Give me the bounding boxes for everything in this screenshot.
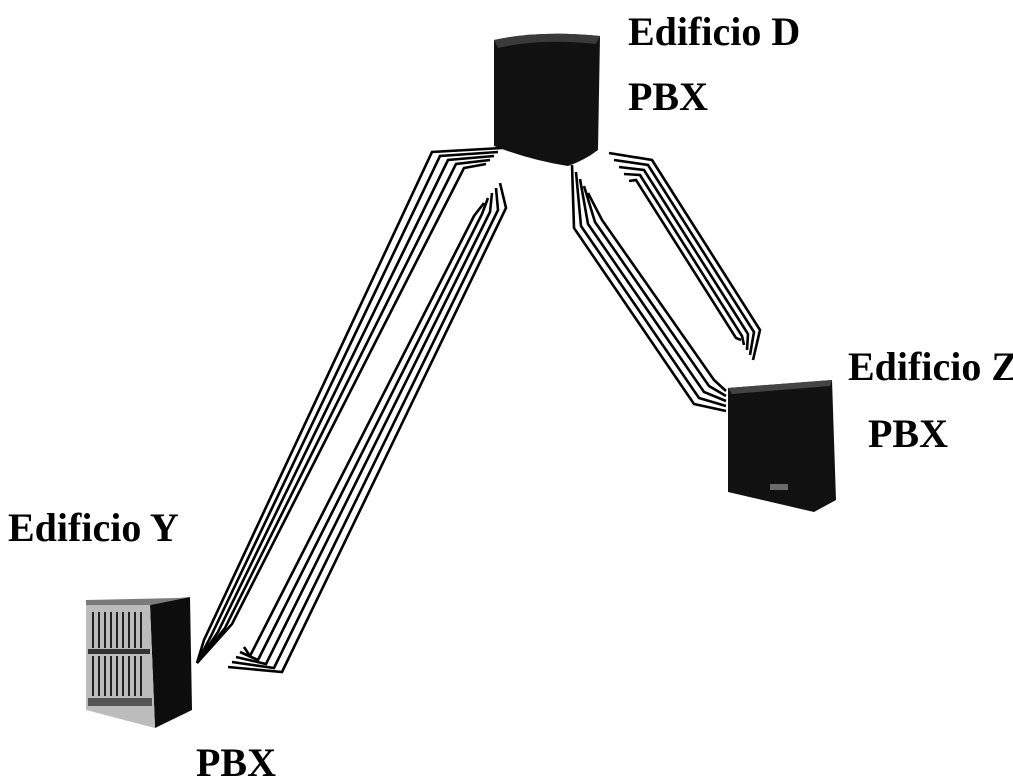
link-d-z [570, 151, 762, 413]
label-pbx-d: PBX [628, 74, 708, 119]
link-y-d-bundle-b [227, 182, 508, 674]
label-edificio-z: Edificio Z [848, 344, 1013, 389]
label-pbx-y: PBX [196, 740, 276, 782]
link-y-d-bundle-a [195, 146, 503, 664]
pbx-device-y [86, 597, 192, 728]
link-d-z-bundle-a [570, 164, 727, 413]
label-pbx-z: PBX [868, 411, 948, 456]
pbx-device-z [728, 380, 836, 512]
label-edificio-d: Edificio D [628, 9, 800, 54]
link-d-z-bundle-b [608, 151, 762, 361]
pbx-device-d [494, 33, 600, 166]
link-y-d [195, 146, 508, 674]
label-edificio-y: Edificio Y [8, 505, 179, 550]
